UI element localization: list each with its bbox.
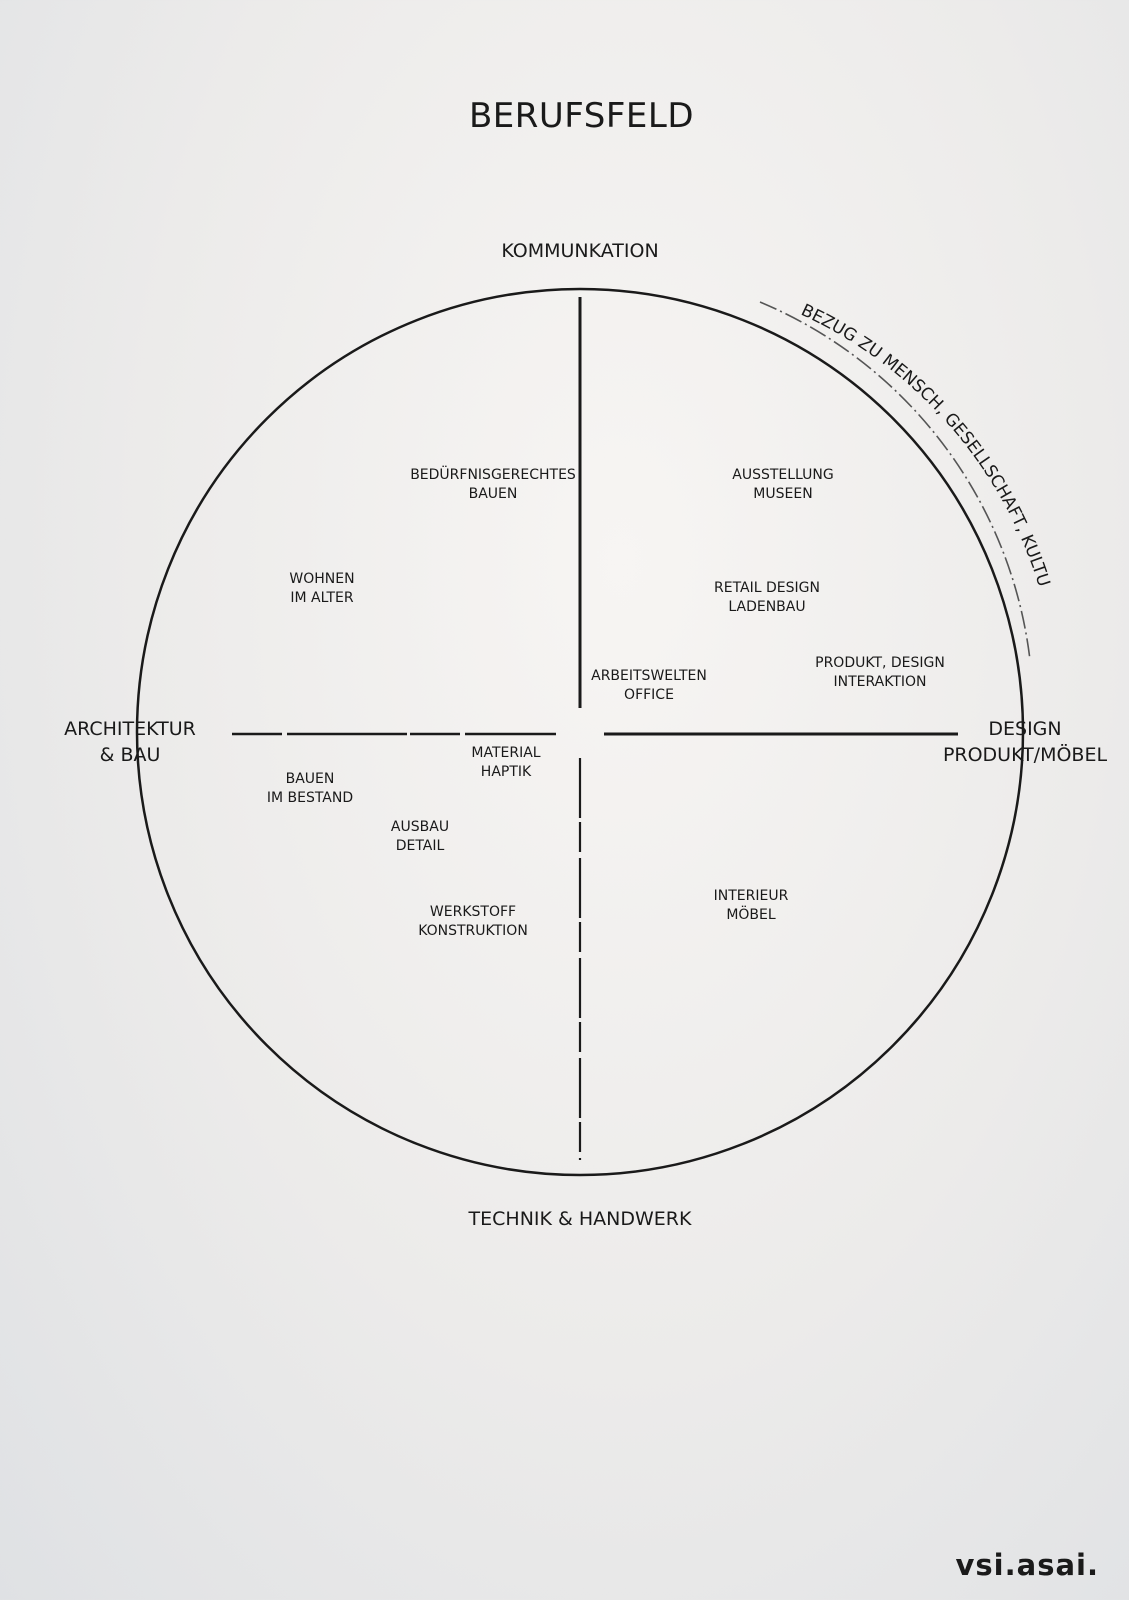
item-line: BAUEN xyxy=(468,486,518,502)
item-line: WOHNEN xyxy=(289,571,355,587)
arc-bracket xyxy=(759,301,1031,661)
main-circle xyxy=(135,287,1025,1177)
axis-left-line-1: ARCHITEKTUR xyxy=(64,718,196,740)
item-line: OFFICE xyxy=(624,687,674,703)
page-title: BERUFSFELD xyxy=(468,96,695,136)
item-produkt-design: PRODUKT, DESIGN INTERAKTION xyxy=(815,654,945,692)
item-bauen-im-bestand: BAUEN IM BESTAND xyxy=(267,770,353,808)
item-line: IM ALTER xyxy=(290,590,354,606)
axis-left: ARCHITEKTUR & BAU xyxy=(50,716,210,768)
axis-left-line-2: & BAU xyxy=(99,744,161,766)
item-line: LADENBAU xyxy=(728,599,806,615)
item-line: IM BESTAND xyxy=(266,790,354,806)
item-beduerfnisgerechtes-bauen: BEDÜRFNISGERECHTES BAUEN xyxy=(410,466,576,504)
axis-right-line-1: DESIGN xyxy=(988,718,1062,740)
item-line: AUSSTELLUNG xyxy=(732,467,834,483)
axis-top: KOMMUNKATION xyxy=(430,238,730,264)
item-line: INTERIEUR xyxy=(713,888,789,904)
item-line: BEDÜRFNISGERECHTES xyxy=(410,467,576,483)
item-line: HAPTIK xyxy=(480,764,532,780)
item-ausstellung-museen: AUSSTELLUNG MUSEEN xyxy=(732,466,833,504)
item-wohnen-im-alter: WOHNEN IM ALTER xyxy=(289,570,354,608)
vsi-asai-logo: vsi.asai. xyxy=(955,1548,1099,1582)
item-line: PRODUKT, DESIGN xyxy=(815,655,945,671)
axis-right: DESIGN PRODUKT/MÖBEL xyxy=(930,716,1120,768)
axis-top-label: KOMMUNKATION xyxy=(501,240,659,262)
item-werkstoff-konstruktion: WERKSTOFF KONSTRUKTION xyxy=(418,903,528,941)
item-line: RETAIL DESIGN xyxy=(714,580,820,596)
item-line: BAUEN xyxy=(285,771,335,787)
item-line: ARBEITSWELTEN xyxy=(591,668,707,684)
item-line: INTERAKTION xyxy=(833,674,927,690)
item-line: MUSEEN xyxy=(753,486,813,502)
item-interieur-moebel: INTERIEUR MÖBEL xyxy=(714,887,789,925)
axis-bottom-label: TECHNIK & HANDWERK xyxy=(468,1208,692,1230)
item-retail-design: RETAIL DESIGN LADENBAU xyxy=(714,579,820,617)
item-ausbau-detail: AUSBAU DETAIL xyxy=(391,818,449,856)
item-line: MATERIAL xyxy=(471,745,541,761)
item-line: KONSTRUKTION xyxy=(418,923,528,939)
item-line: WERKSTOFF xyxy=(429,904,517,920)
axis-right-line-2: PRODUKT/MÖBEL xyxy=(942,744,1108,766)
item-material-haptik: MATERIAL HAPTIK xyxy=(471,744,540,782)
item-arbeitswelten-office: ARBEITSWELTEN OFFICE xyxy=(591,667,707,705)
axis-bottom: TECHNIK & HANDWERK xyxy=(430,1206,730,1232)
item-line: MÖBEL xyxy=(726,907,776,923)
item-line: DETAIL xyxy=(395,838,445,854)
item-line: AUSBAU xyxy=(390,819,450,835)
